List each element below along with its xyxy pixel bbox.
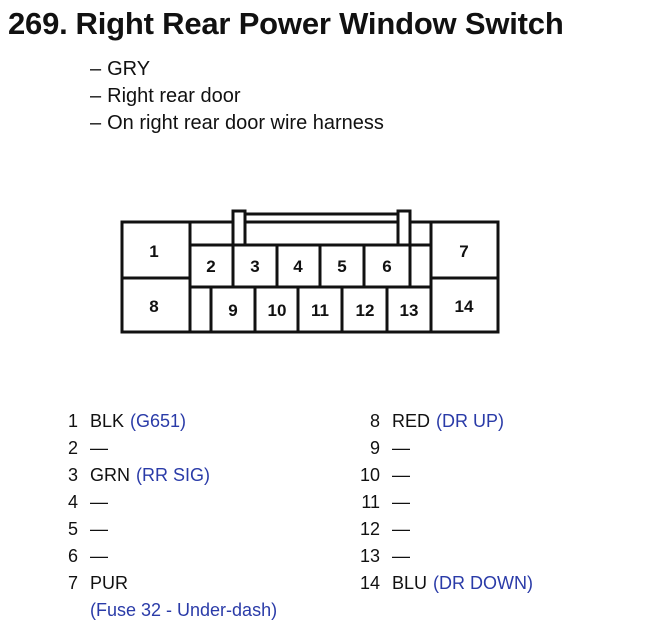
pin-row-11: 11— bbox=[361, 492, 410, 512]
cavity-3: 3 bbox=[250, 257, 259, 276]
cavity-7: 7 bbox=[459, 242, 468, 261]
pin-7-fuse-note: (Fuse 32 - Under-dash) bbox=[90, 600, 278, 620]
pin-row-12: 12— bbox=[359, 519, 410, 539]
connector-notes: –GRY –Right rear door –On right rear doo… bbox=[90, 56, 384, 137]
note-harness: –On right rear door wire harness bbox=[90, 112, 384, 134]
cavity-12: 12 bbox=[356, 301, 375, 320]
page-title: 269.Right Rear Power Window Switch bbox=[8, 6, 564, 42]
cavity-2: 2 bbox=[206, 257, 215, 276]
pin-row-2: 2— bbox=[67, 438, 108, 458]
cavity-11: 11 bbox=[311, 301, 329, 320]
cavity-1: 1 bbox=[149, 242, 158, 261]
title-text: Right Rear Power Window Switch bbox=[75, 6, 564, 41]
pin-row-10: 10— bbox=[359, 465, 410, 485]
note-color: –GRY bbox=[90, 58, 151, 80]
pin-row-6: 6— bbox=[67, 546, 108, 566]
note-location: –Right rear door bbox=[90, 85, 241, 107]
cavity-4: 4 bbox=[293, 257, 303, 276]
title-number: 269. bbox=[8, 6, 68, 41]
latch-tab-left bbox=[231, 209, 247, 247]
connector-diagram: 1 2 3 4 5 6 7 8 9 10 11 12 13 14 bbox=[120, 209, 500, 334]
pin-row-4: 4— bbox=[67, 492, 108, 512]
cavity-9: 9 bbox=[228, 301, 237, 320]
latch-tab-right bbox=[396, 209, 412, 247]
pin-row-5: 5— bbox=[67, 519, 108, 539]
cavity-14: 14 bbox=[455, 297, 474, 316]
cavity-6: 6 bbox=[382, 257, 391, 276]
pin-row-9: 9— bbox=[369, 438, 410, 458]
pin-row-13: 13— bbox=[359, 546, 410, 566]
cavity-10: 10 bbox=[268, 301, 287, 320]
cavity-13: 13 bbox=[400, 301, 419, 320]
cavity-5: 5 bbox=[337, 257, 346, 276]
cavity-8: 8 bbox=[149, 297, 158, 316]
